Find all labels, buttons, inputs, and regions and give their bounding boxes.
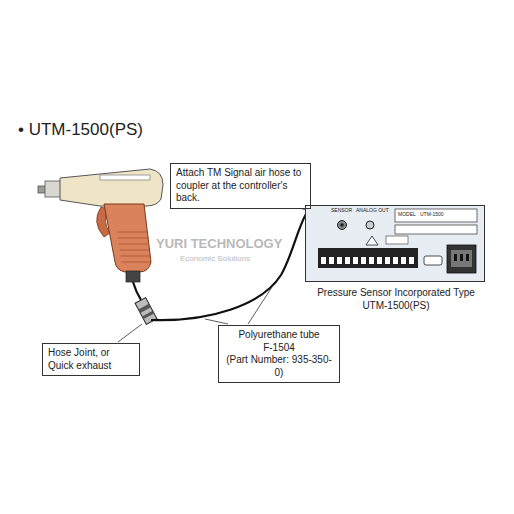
callout-box: Hose Joint, or Quick exhaust [42, 343, 140, 376]
callout-text: (Part Number: 935-350-0) [224, 354, 334, 379]
panel-label: UTM-1500 [420, 212, 444, 217]
controller-panel: Pressure Sensor Incorporated Type UTM-15… [305, 205, 485, 282]
callout-text: Hose Joint, or Quick exhaust [48, 347, 134, 372]
callout-text: Attach TM Signal air hose to coupler at … [176, 167, 305, 205]
panel-label: MODEL [398, 212, 416, 217]
watermark: YURI TECHNOLOGY [156, 237, 282, 250]
callout-box: Attach TM Signal air hose to coupler at … [170, 163, 311, 209]
watermark: Economic Solutions [180, 255, 250, 263]
diagram-title: • UTM-1500(PS) [18, 120, 143, 140]
panel-label: SENSOR [331, 208, 352, 213]
callout-text: Polyurethane tube [224, 329, 334, 342]
panel-label: ANALOG OUT [356, 208, 389, 213]
controller-caption: Pressure Sensor Incorporated Type UTM-15… [308, 286, 484, 312]
callout-text: F-1504 [224, 342, 334, 355]
callout-box: Polyurethane tubeF-1504(Part Number: 935… [218, 325, 340, 383]
